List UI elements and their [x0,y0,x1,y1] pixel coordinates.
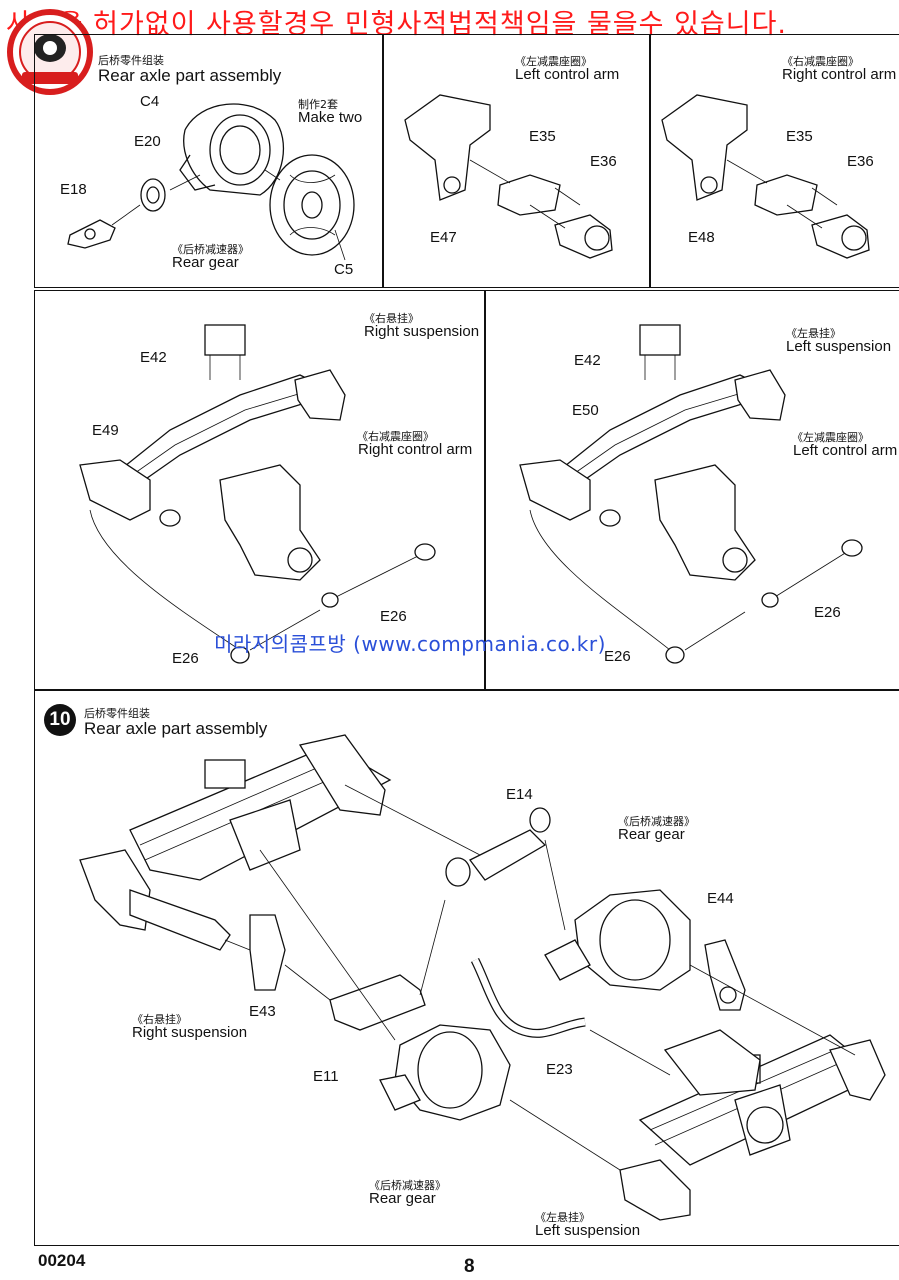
part-label-e44: E44 [707,890,734,907]
right-suspension-sketch [79,324,436,664]
rear-gear-cn: 《后桥减速器》 [172,243,249,256]
logo-emblem-icon [7,9,93,95]
part-label-e47: E47 [430,229,457,246]
compmania-watermark: 미라지의콤프방 (www.compmania.co.kr) [214,632,606,656]
right-control-arm-title: Right control arm [782,66,897,83]
rear-gear-cn-lower: 《后桥减速器》 [369,1179,446,1192]
panel-right-control-arm [649,34,899,288]
left-suspension-sketch [519,324,863,664]
left-suspension-cn-step10: 《左悬挂》 [535,1211,590,1224]
left-suspension-cn: 《左悬挂》 [786,327,841,340]
right-suspension-title: Right suspension [364,323,480,340]
part-label-e23: E23 [546,1061,573,1078]
part-label-e42-right: E42 [140,349,167,366]
part-label-e43: E43 [249,1003,276,1020]
part-label-e49: E49 [92,422,119,439]
compmania-logo [4,2,96,102]
rear-gear-label-lower: Rear gear [369,1190,436,1207]
right-suspension-cn-step10: 《右悬挂》 [132,1013,187,1026]
step10-title: Rear axle part assembly [84,719,268,738]
panel-rear-axle-top [34,34,384,288]
panel-step10 [34,690,899,1246]
make-two-cn: 制作2套 [298,98,338,111]
rear-axle-title-cn: 后桥零件组装 [98,54,164,67]
copyright-warning: 사진을 허가없이 사용할경우 민형사적법적책임을 물을수 있습니다. [6,9,788,40]
part-label-e35-right: E35 [786,128,813,145]
part-label-e26-right-a: E26 [380,608,407,625]
part-label-e18: E18 [60,181,87,198]
left-suspension-title: Left suspension [786,338,892,355]
step10-assembly-sketch [79,734,886,1221]
part-label-e36-right: E36 [847,153,874,170]
panel-right-suspension [34,290,486,690]
left-control-arm-sketch [404,94,613,259]
step10-title-cn: 后桥零件组装 [84,707,150,720]
part-label-e11: E11 [313,1068,339,1085]
part-label-e26-right-b: E26 [172,650,199,667]
step-number-badge: 10 [44,704,76,736]
make-two-note: Make two [298,109,363,126]
rear-gear-label-upper: Rear gear [618,826,685,843]
left-control-arm-sub-cn: 《左减震座圈》 [792,431,869,444]
product-code: 00204 [38,1251,86,1270]
rear-axle-title: Rear axle part assembly [98,66,282,85]
page-number: 8 [464,1256,475,1277]
panel-left-control-arm [382,34,651,288]
right-control-arm-cn: 《右减震座圈》 [782,55,859,68]
part-label-e50: E50 [572,402,599,419]
right-control-arm-sketch [661,94,870,259]
part-label-e48: E48 [688,229,715,246]
part-label-e20: E20 [134,133,161,150]
right-suspension-label-step10: Right suspension [132,1024,248,1041]
right-control-arm-sub: Right control arm [358,441,473,458]
left-control-arm-sub: Left control arm [793,442,898,459]
left-suspension-label-step10: Left suspension [535,1222,641,1239]
part-label-c4: C4 [140,93,160,110]
rear-gear-cn-upper: 《后桥减速器》 [618,815,695,828]
rear-gear-sketch [67,103,355,261]
part-label-e14: E14 [506,786,533,803]
right-control-arm-sub-cn: 《右减震座圈》 [357,430,434,443]
part-label-e36-left: E36 [590,153,617,170]
panel-left-suspension [484,290,899,690]
right-suspension-cn: 《右悬挂》 [364,312,419,325]
part-label-c5: C5 [334,261,354,278]
part-label-e42-left: E42 [574,352,601,369]
left-control-arm-title: Left control arm [515,66,620,83]
part-label-e35-left: E35 [529,128,556,145]
part-label-e26-left-a: E26 [814,604,841,621]
part-label-e26-left-b: E26 [604,648,631,665]
left-control-arm-cn: 《左减震座圈》 [515,55,592,68]
rear-gear-label: Rear gear [172,254,239,271]
